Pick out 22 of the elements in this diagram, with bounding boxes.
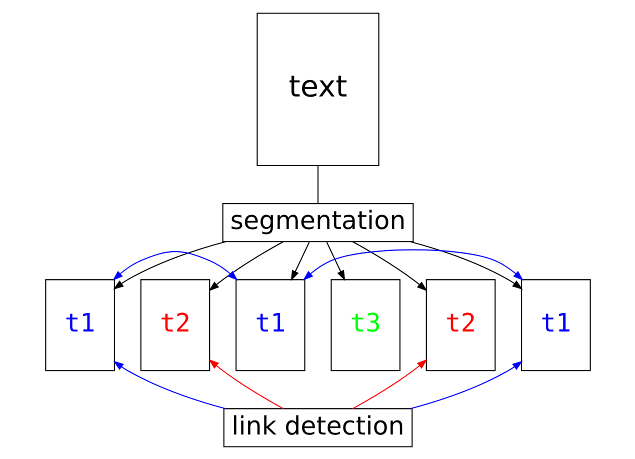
node-box: link detection	[222, 408, 412, 447]
arrow	[112, 250, 238, 280]
node-box: t1	[44, 278, 114, 371]
arrow	[208, 240, 284, 291]
node-box: t1	[235, 278, 305, 371]
arrow	[326, 241, 345, 280]
arrow	[290, 241, 310, 280]
node-box: t3	[330, 278, 400, 371]
arrow	[410, 360, 522, 409]
node-box: t2	[425, 278, 496, 371]
arrow	[302, 248, 523, 280]
arrow	[352, 358, 427, 409]
arrow	[208, 358, 284, 409]
arrow	[352, 240, 427, 291]
arrow	[112, 240, 226, 290]
arrow	[410, 240, 522, 290]
arrow	[112, 360, 226, 409]
node-box: text	[256, 12, 379, 166]
connector	[316, 165, 318, 204]
node-box: t1	[520, 278, 590, 371]
node-box: segmentation	[222, 202, 414, 242]
node-box: t2	[140, 278, 210, 371]
